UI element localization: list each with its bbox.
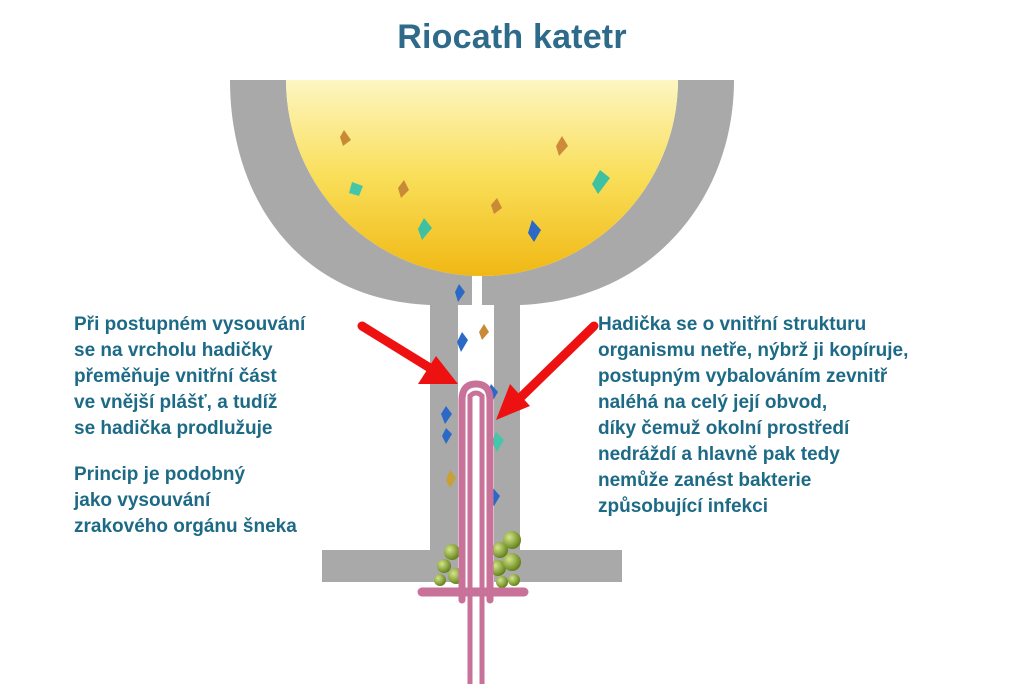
crystals — [340, 130, 610, 506]
crystal — [457, 332, 468, 352]
crystal — [455, 284, 465, 302]
crystal — [556, 136, 568, 156]
crystal — [479, 324, 489, 340]
crystal — [528, 220, 541, 242]
crystal — [442, 428, 452, 444]
caption-left-top: Při postupném vysouvání se na vrcholu ha… — [74, 314, 306, 439]
crystal — [491, 198, 502, 214]
right-arrow — [496, 321, 599, 420]
caption-left-bottom: Princip je podobný jako vysouvání zrakov… — [74, 464, 297, 537]
crystal — [418, 218, 432, 240]
crystal — [446, 470, 456, 488]
bladder-urine — [286, 80, 678, 276]
crystal — [340, 130, 351, 146]
diagram-title: Riocath katetr — [397, 18, 627, 56]
crystal — [398, 180, 409, 198]
left-arrow — [357, 321, 458, 384]
caption-right: Hadička se o vnitřní strukturu organismu… — [598, 314, 909, 517]
crystal — [592, 170, 610, 194]
urethra-gap-top — [472, 276, 482, 310]
catheter-tube — [417, 380, 529, 684]
bacteria-cluster — [434, 531, 521, 588]
crystal — [349, 182, 363, 196]
crystal — [492, 432, 504, 452]
crystal — [441, 406, 452, 424]
